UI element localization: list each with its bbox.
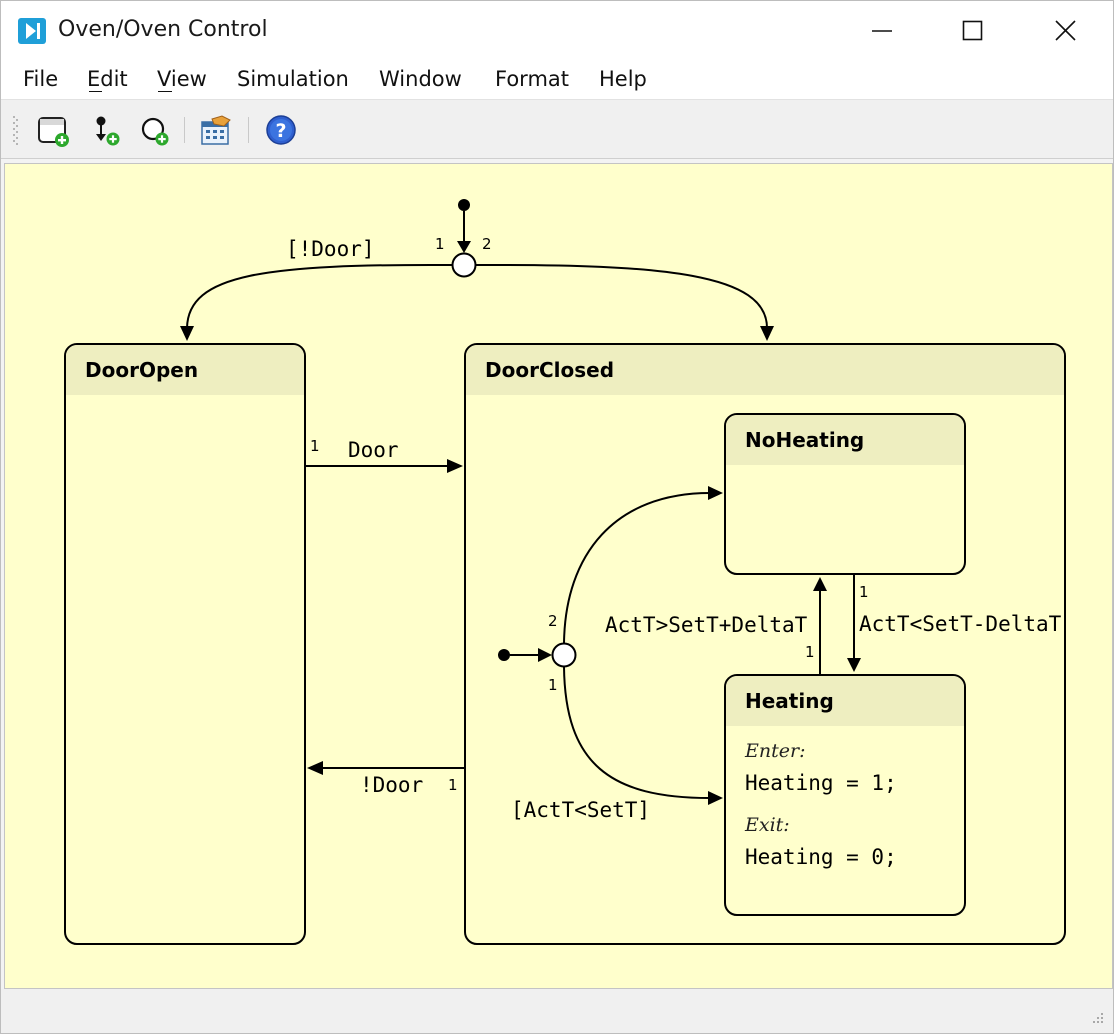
connector-node[interactable] <box>453 254 476 277</box>
priority-number: 2 <box>548 612 558 630</box>
mnemonic-underline <box>158 91 172 92</box>
priority-number: 1 <box>805 643 815 661</box>
minimize-button[interactable] <box>859 11 903 51</box>
app-logo-icon <box>18 18 46 44</box>
priority-number: 1 <box>548 676 558 694</box>
statechart-canvas[interactable]: DoorOpen DoorClosed NoHeating Heating En… <box>4 163 1113 989</box>
menu-view[interactable]: View <box>157 67 207 91</box>
transition-label-not-door[interactable]: !Door <box>360 773 423 797</box>
transition-label-act-lt[interactable]: ActT<SetT-DeltaT <box>859 612 1061 636</box>
new-connector-icon[interactable] <box>137 112 173 148</box>
status-bar <box>1 989 1113 1033</box>
mnemonic-underline <box>89 91 102 92</box>
menu-edit[interactable]: Edit <box>87 67 128 91</box>
priority-number: 1 <box>310 437 320 455</box>
toolbar-separator <box>184 117 185 143</box>
menu-bar: File Edit View Simulation Window Format … <box>1 59 1113 100</box>
transition-label-act-gt[interactable]: ActT>SetT+DeltaT <box>605 613 807 637</box>
priority-number: 1 <box>435 235 445 253</box>
toolbar-grip-icon[interactable] <box>13 115 19 149</box>
initial-pseudostate[interactable] <box>458 199 470 211</box>
toolbar-separator <box>248 117 249 143</box>
menu-window[interactable]: Window <box>379 67 462 91</box>
priority-number: 1 <box>448 776 458 794</box>
priority-number: 2 <box>482 235 492 253</box>
help-icon[interactable]: ? <box>263 112 299 148</box>
simulation-config-icon[interactable] <box>198 112 234 148</box>
maximize-button[interactable] <box>951 11 995 51</box>
resize-grip-icon[interactable] <box>1091 1011 1105 1025</box>
priority-number: 1 <box>859 583 869 601</box>
connector-node[interactable] <box>553 644 576 667</box>
menu-simulation[interactable]: Simulation <box>237 67 349 91</box>
title-bar: Oven/Oven Control <box>1 1 1113 59</box>
svg-text:?: ? <box>275 120 286 142</box>
close-button[interactable] <box>1044 11 1088 51</box>
transition-label-not-door-guard[interactable]: [!Door] <box>286 237 375 261</box>
new-state-icon[interactable] <box>35 112 71 148</box>
new-initial-state-icon[interactable] <box>89 112 125 148</box>
transition-wires <box>5 164 1112 988</box>
menu-file[interactable]: File <box>23 67 58 91</box>
initial-pseudostate[interactable] <box>498 649 510 661</box>
menu-help[interactable]: Help <box>599 67 647 91</box>
transition-label-act-lt-set[interactable]: [ActT<SetT] <box>511 798 650 822</box>
transition-label-door[interactable]: Door <box>348 438 399 462</box>
menu-format[interactable]: Format <box>495 67 569 91</box>
window-title: Oven/Oven Control <box>58 17 268 42</box>
